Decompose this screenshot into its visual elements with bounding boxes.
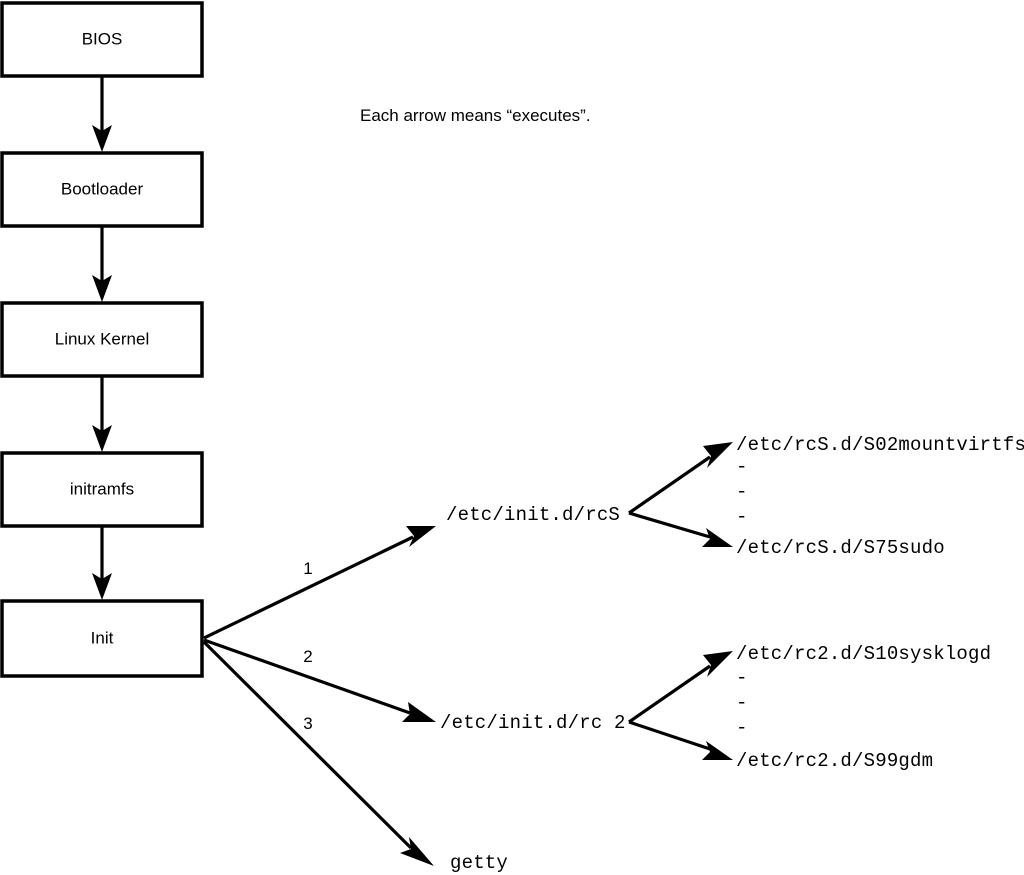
arrow-rc2-to-last-target [628, 720, 733, 760]
diagram-caption: Each arrow means “executes”. [360, 106, 591, 125]
node-initramfs-rect [0, 451, 204, 528]
arrow-init-to-rc2 [203, 638, 436, 722]
node-bootloader-label: Bootloader [61, 179, 144, 198]
rcs-target-first: /etc/rcS.d/S02mountvirtfs [736, 434, 1024, 456]
node-bios[interactable]: BIOS [0, 1, 204, 78]
node-initramfs[interactable]: initramfs [0, 451, 204, 528]
rcs-target-last: /etc/rcS.d/S75sudo [736, 537, 945, 559]
node-linux-kernel[interactable]: Linux Kernel [0, 301, 204, 378]
edge-label-3: 3 [303, 714, 312, 733]
rc2-target-last: /etc/rc2.d/S99gdm [736, 750, 933, 772]
node-init-rect [0, 599, 204, 678]
rc2-ellipsis-dash-3: - [736, 717, 747, 739]
rc2-target-first: /etc/rc2.d/S10sysklogd [736, 643, 991, 665]
node-bootloader[interactable]: Bootloader [0, 151, 204, 228]
arrow-bios-to-bootloader [92, 76, 112, 152]
node-linux-kernel-label: Linux Kernel [55, 329, 150, 348]
rc2-ellipsis-dash-2: - [736, 692, 747, 714]
arrow-bootloader-to-kernel [92, 226, 112, 302]
rcs-ellipsis-dash-2: - [736, 481, 747, 503]
arrow-rc2-to-first-target [628, 651, 733, 724]
node-bios-rect [0, 1, 204, 78]
node-bios-label: BIOS [82, 29, 123, 48]
node-initramfs-label: initramfs [70, 479, 134, 498]
node-init[interactable]: Init [0, 599, 204, 678]
arrow-initramfs-to-init [92, 526, 112, 600]
script-label-rcs: /etc/init.d/rcS [446, 504, 620, 526]
arrow-kernel-to-initramfs [92, 376, 112, 452]
edge-label-1: 1 [303, 559, 312, 578]
rcs-ellipsis-dash-1: - [736, 456, 747, 478]
node-init-label: Init [91, 628, 114, 647]
edge-label-2: 2 [303, 647, 312, 666]
node-bootloader-rect [0, 151, 204, 228]
script-label-rc2: /etc/init.d/rc 2 [440, 712, 626, 734]
arrow-init-to-rcs [203, 526, 436, 640]
arrow-init-to-getty [202, 640, 434, 866]
rcs-ellipsis-dash-3: - [736, 506, 747, 528]
arrow-rcs-to-last-target [628, 511, 733, 547]
script-label-getty: getty [450, 852, 508, 874]
rc2-ellipsis-dash-1: - [736, 667, 747, 689]
arrow-rcs-to-first-target [628, 442, 733, 515]
